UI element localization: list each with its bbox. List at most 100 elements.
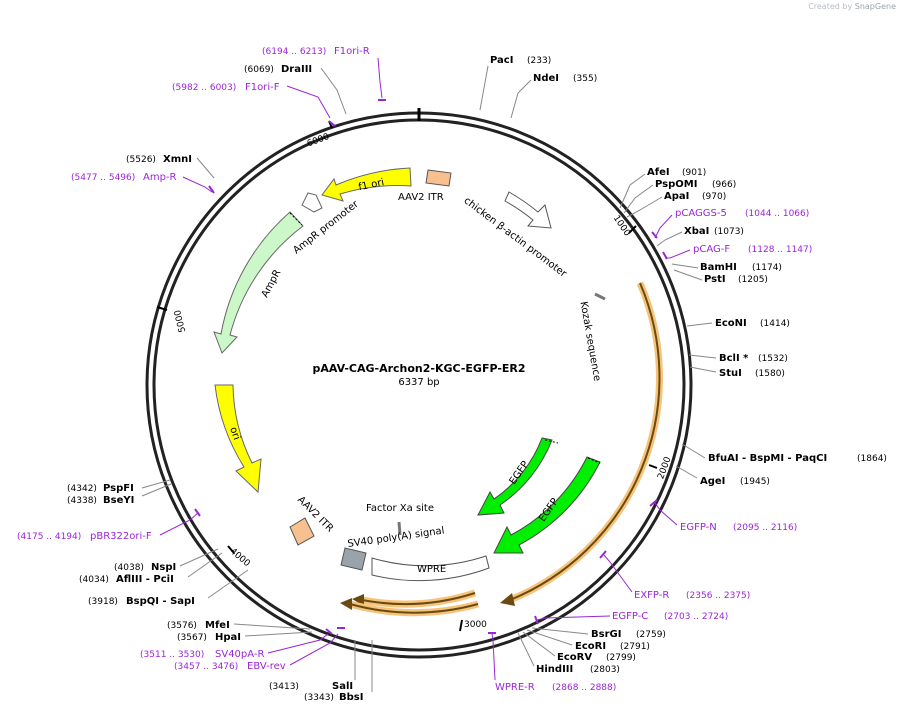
site-apai[interactable]: ApaI (970) [626,191,726,218]
site-name: HindIII [536,664,573,675]
site-name: DraIII [281,64,312,75]
primer-range: (1044 .. 1066) [745,209,809,219]
site-name: BspQI - SapI [126,596,195,607]
feature-wpre: WPRE [371,555,490,582]
feature-label: WPRE [417,564,446,575]
site-pos: (3576) [167,621,197,631]
primer-amp-r[interactable]: Amp-R (5477 .. 5496) [71,172,215,194]
site-xmni[interactable]: XmnI (5526) [126,154,215,179]
site-stui[interactable]: StuI (1580) [689,366,785,379]
site-ecorv[interactable]: EcoRV (2799) [522,631,636,663]
primer-sv40pa-r[interactable]: SV40pA-R (3511 .. 3530) [140,628,333,660]
site-hpai[interactable]: HpaI (3567) [177,631,313,643]
site-afliii-pcii[interactable]: AflIII - PciI (4034) [79,552,223,585]
feature-label: Factor Xa site [366,503,434,514]
site-pos: (901) [682,168,706,178]
primer-mark [649,499,658,507]
plasmid-length: 6337 bp [398,377,439,388]
site-pos: (6069) [244,65,274,75]
primer-pcaggs-5[interactable]: pCAGGS-5 (1044 .. 1066) [651,208,809,239]
primer-egfp-n[interactable]: EGFP-N (2095 .. 2116) [649,499,797,533]
tick-mark [459,619,463,632]
primer-name: pCAGGS-5 [675,208,727,219]
site-pspomi[interactable]: PspOMI (966) [623,179,736,214]
ampr-promoter-dotted [289,212,303,226]
feature-label: AAV2 ITR [398,192,444,203]
site-name: ApaI [664,191,689,202]
primer-mark [328,120,336,127]
site-pos: (1205) [738,275,768,285]
primer-ebv-rev[interactable]: EBV-rev (3457 .. 3476) [174,627,345,672]
feature-egfp-inner: EGFP [477,437,553,516]
site-afei[interactable]: AfeI (901) [619,167,706,209]
primer-name: pCAG-F [693,244,730,255]
site-bamhi[interactable]: BamHI (1174) [671,262,782,273]
feature-factor-xa-site: Factor Xa site [366,503,434,536]
site-econi[interactable]: EcoNI (1414) [686,318,790,329]
site-name: PspFI [103,483,134,494]
site-bcli[interactable]: BclI * (1532) [688,353,788,364]
primer-egfp-c[interactable]: EGFP-C (2703 .. 2724) [534,611,728,625]
site-name: MfeI [205,620,230,631]
primer-mark [534,615,539,625]
primer-range: (2703 .. 2724) [664,612,728,622]
site-sali[interactable]: SalI (3413) [269,640,356,692]
site-bsrgi[interactable]: BsrGI (2759) [531,627,666,640]
site-pos: (4038) [114,563,144,573]
site-psti[interactable]: PstI (1205) [673,269,768,285]
feature-label: AmpR [260,268,284,300]
site-bspqi-sapi[interactable]: BspQI - SapI (3918) [88,569,249,607]
primer-pbr322ori-f[interactable]: pBR322ori-F (4175 .. 4194) [17,508,201,542]
site-pos: (1174) [752,263,782,273]
feature-label: SV40 poly(A) signal [347,525,445,549]
primer-name: WPRE-R [495,682,535,693]
primer-mark [599,550,607,559]
site-pos: (2791) [620,642,650,652]
site-xbai[interactable]: XbaI (1073) [656,226,744,247]
tick-group-2000: 2000 [648,455,674,481]
site-pos: (966) [712,180,736,190]
primer-range: (1128 .. 1147) [748,245,812,255]
tick-mark [227,545,235,554]
site-pos: (355) [573,74,597,84]
site-name: SalI [332,681,353,692]
site-draiii[interactable]: DraIII (6069) [244,64,347,115]
feature-aav2-itr-top: AAV2 ITR [398,169,452,203]
primer-f1ori-f[interactable]: F1ori-F (5982 .. 6003) [172,82,336,127]
site-pspfi[interactable]: PspFI (4342) [67,479,171,494]
primer-name: pBR322ori-F [90,531,152,542]
site-ndei[interactable]: NdeI (355) [510,73,597,119]
primer-range: (5477 .. 5496) [71,173,135,183]
primer-f1ori-r[interactable]: F1ori-R (6194 .. 6213) [262,46,386,101]
primer-name: F1ori-R [334,46,370,57]
orf-arc-right [500,281,663,606]
primer-wpre-r[interactable]: WPRE-R (2868 .. 2888) [488,632,616,693]
site-name: PacI [490,55,513,66]
site-bbsi[interactable]: BbsI (3343) [304,640,373,703]
site-agei[interactable]: AgeI (1945) [675,465,770,487]
primer-exfp-r[interactable]: EXFP-R (2356 .. 2375) [599,550,750,601]
primer-pcag-f[interactable]: pCAG-F (1128 .. 1147) [662,244,812,260]
site-pos: (1073) [714,227,744,237]
primer-range: (3457 .. 3476) [174,662,238,672]
site-paci[interactable]: PacI (233) [479,55,551,111]
tick-label: 1000 [611,214,632,239]
site-pos: (1864) [857,454,887,464]
site-hindiii[interactable]: HindIII (2803) [517,632,620,675]
tick-label: 3000 [464,620,487,630]
site-pos: (1532) [758,354,788,364]
site-mfei[interactable]: MfeI (3576) [167,620,311,631]
site-bseyi[interactable]: BseYI (4338) [67,483,172,506]
site-name: AgeI [700,476,725,487]
site-name: NdeI [533,73,559,84]
feature-label: Kozak sequence [578,301,603,382]
feature-kozak-sequence: Kozak sequence [578,292,606,382]
site-name: PspOMI [655,179,697,190]
primer-name: EXFP-R [634,590,669,601]
site-ecori[interactable]: EcoRI (2791) [526,629,650,652]
site-nspi[interactable]: NspI (4038) [114,548,219,573]
feature-f1-ori: f1 ori [321,167,412,202]
primer-range: (5982 .. 6003) [172,83,236,93]
factor-xa-mark [397,521,402,536]
site-bfuai-bspmi-paqci[interactable]: BfuAI - BspMI - PaqCI (1864) [681,443,887,464]
